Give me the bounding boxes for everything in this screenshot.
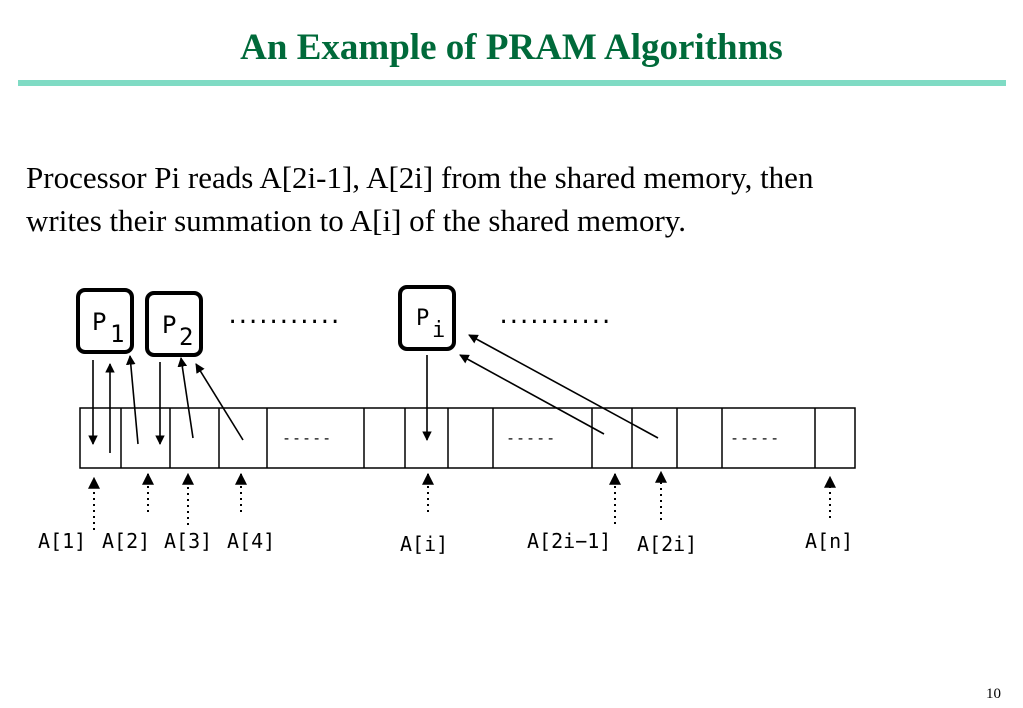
processor-pi-sub: i [432,318,445,343]
arrow-a2i-read-pi [468,334,659,439]
label-a3: A[3] [164,529,212,553]
processor-p1-name: P [92,308,106,336]
ellipsis-left: ........... [226,304,339,329]
description-line-1: Processor Pi reads A[2i-1], A[2i] from t… [26,160,814,195]
label-pointers [88,470,836,530]
slide-title: An Example of PRAM Algorithms [240,27,783,68]
ellipsis-right: ........... [497,304,610,329]
label-a2i: A[2i] [637,532,697,556]
memory-gap-3: ----- [730,429,780,447]
memory-gap-2: ----- [506,429,556,447]
processor-p1-sub: 1 [110,320,124,348]
arrow-a3-read-p2 [177,357,194,439]
label-a4: A[4] [227,529,275,553]
processor-pi-name: P [416,306,429,331]
processor-p1: P 1 [76,288,134,354]
processor-p2: P 2 [145,291,203,357]
page-number: 10 [986,686,1001,702]
processor-p2-sub: 2 [179,323,193,351]
description-text: Processor Pi reads A[2i-1], A[2i] from t… [26,156,1006,242]
label-an: A[n] [805,529,853,553]
shared-memory-array [79,407,856,469]
processor-pi: P i [398,285,456,351]
arrow-a4-read-p2 [195,363,244,441]
arrow-a2-read-p1 [126,355,139,445]
label-a1: A[1] [38,529,86,553]
arrow-a2i-1-read-pi [459,354,605,435]
label-a2i-1: A[2i−1] [527,529,611,553]
processor-p2-name: P [162,311,176,339]
memory-gap-1: ----- [282,429,332,447]
access-arrows [88,334,659,453]
description-line-2: writes their summation to A[i] of the sh… [26,203,687,238]
label-a2: A[2] [102,529,150,553]
title-rule [18,80,1006,86]
label-ai: A[i] [400,532,448,556]
